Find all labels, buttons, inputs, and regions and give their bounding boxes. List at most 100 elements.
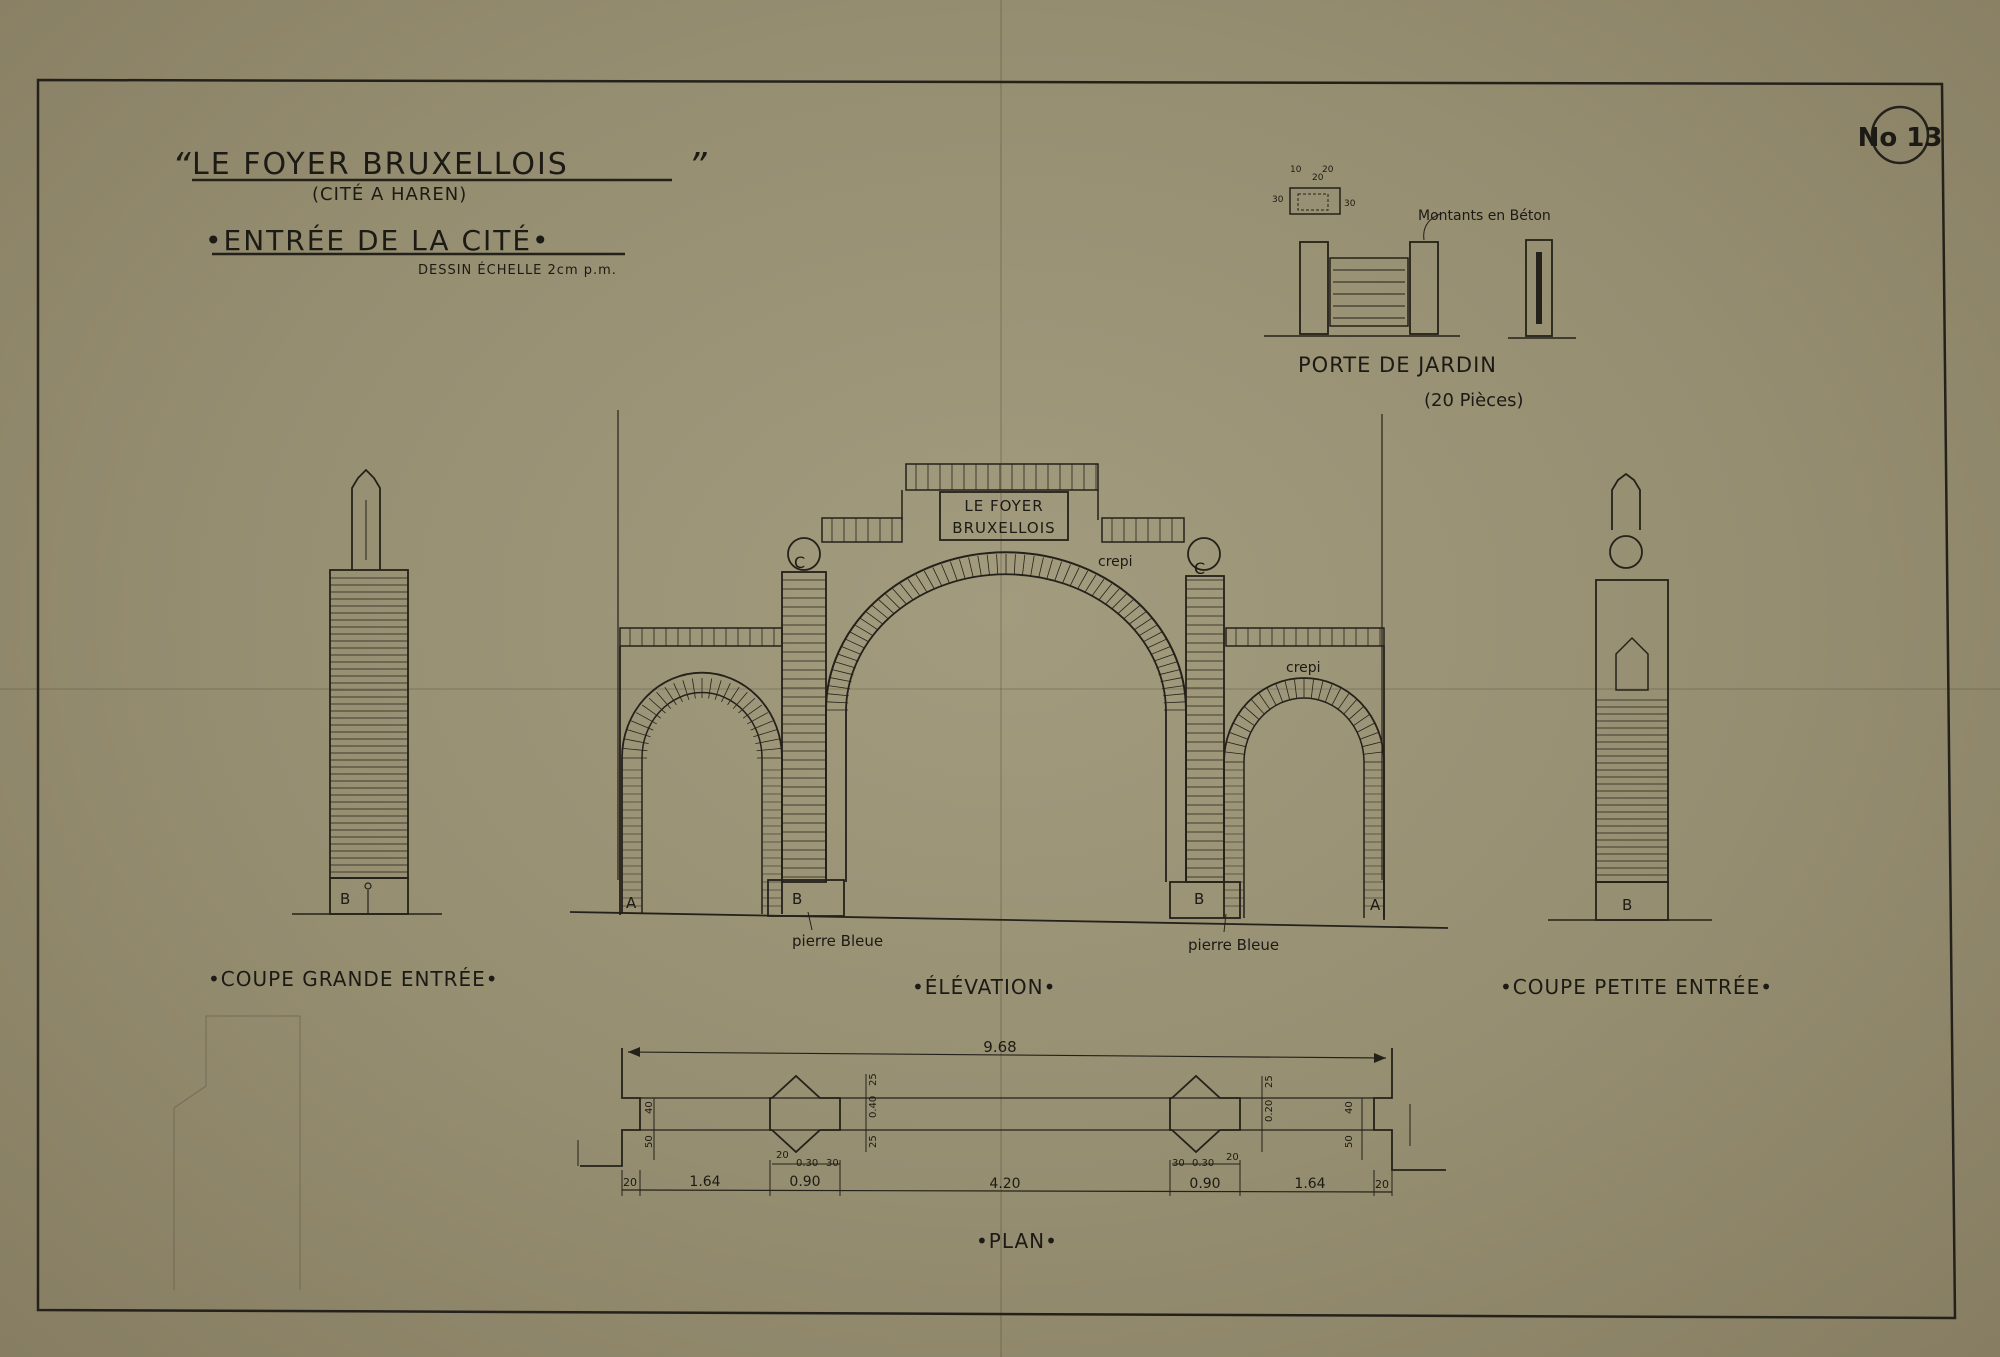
hatch-line [747, 712, 769, 725]
title-block: “ LE FOYER BRUXELLOIS ” (CITÉ A HAREN) •… [172, 146, 707, 278]
gate-dim-1: 10 [1290, 165, 1302, 175]
pier-right-dim-0: 30 [1172, 1158, 1185, 1169]
letter-a-left: A [626, 894, 637, 912]
plan-overall-dim: 9.68 [983, 1038, 1016, 1056]
hatch-line [622, 747, 648, 752]
sheet-number-stamp: No 13 [1858, 105, 1943, 165]
hatch-line [1133, 617, 1152, 631]
hatch-line [1163, 693, 1186, 697]
hatch-line [1258, 692, 1271, 710]
hatch-line [708, 678, 713, 699]
hatch-line [1054, 561, 1062, 581]
plan-view: 9.68 20 1.64 0.90 4.20 0.90 1.64 20 20 0… [577, 1038, 1446, 1253]
hatch-line [1337, 692, 1350, 710]
hatch-line [865, 611, 884, 625]
plan-dim-b2: 0.90 [789, 1174, 820, 1190]
hatch-line [829, 677, 852, 683]
hatch-line [1359, 731, 1379, 740]
pierre-bleue-left: pierre Bleue [792, 932, 883, 950]
hatch-line [1275, 683, 1284, 703]
hatch-line [1348, 705, 1365, 720]
letter-a-right: A [1370, 896, 1381, 914]
hatch-line [1153, 653, 1175, 662]
hatch-line [1069, 567, 1080, 586]
gate-dim-5: 20 [1322, 165, 1334, 175]
pier-left-dim-0: 20 [776, 1150, 789, 1161]
sheet-number: No 13 [1858, 123, 1943, 153]
hatch-line [871, 605, 889, 620]
hatch-line [1250, 698, 1265, 715]
hatch-line [915, 574, 928, 593]
hatch-line [841, 646, 862, 656]
hatch-line [1030, 555, 1035, 576]
plan-dim-v8: 50 [1344, 1135, 1355, 1148]
plan-dim-v5: 25 [1264, 1075, 1275, 1088]
title-open-quote: “ [172, 146, 191, 187]
hatch-line [648, 697, 666, 714]
garden-gate-count: (20 Pièces) [1424, 390, 1524, 411]
pencil-sketch [173, 1015, 301, 1290]
section-left-letter: B [340, 890, 350, 908]
hatch-line [1232, 722, 1252, 733]
hatch-line [907, 578, 921, 597]
hatch-line [892, 588, 907, 605]
hatch-line [1163, 701, 1186, 704]
plan-dim-b0: 20 [623, 1176, 637, 1189]
plan-dim-v0: 40 [644, 1101, 655, 1114]
hatch-line [1293, 678, 1298, 699]
hatch-line [1084, 574, 1097, 593]
gate-dim-3: 30 [1344, 199, 1356, 209]
letter-b-right: B [1194, 890, 1204, 908]
gate-dim-2: 20 [1312, 173, 1324, 183]
hatch-line [1046, 559, 1053, 579]
garden-gate-label: PORTE DE JARDIN [1298, 353, 1497, 377]
plan-dim-b1: 1.64 [689, 1174, 720, 1190]
hatch-line [1146, 638, 1167, 649]
plan-dim-b5: 1.64 [1294, 1176, 1325, 1192]
hatch-line [1091, 578, 1105, 597]
crepi-label-1: crepi [1098, 554, 1133, 570]
fold-line-horizontal [0, 688, 2000, 690]
hatch-line [1158, 669, 1180, 676]
hatch-line [1310, 678, 1315, 699]
hatch-line [1161, 685, 1184, 690]
hatch-line [1077, 570, 1089, 590]
hatch-line [826, 701, 849, 704]
hatch-line [1343, 698, 1358, 715]
hatch-line [1243, 705, 1260, 720]
hatch-line [714, 680, 722, 700]
hatch-line [727, 686, 740, 706]
hatch-line [1331, 687, 1342, 706]
hatch-line [624, 738, 649, 745]
scale-note: DESSIN ÉCHELLE 2cm p.m. [418, 262, 617, 278]
garden-gate-detail: 10 20 30 30 20 Montants en Béton PORTE D… [1264, 165, 1576, 411]
hatch-line [691, 678, 696, 699]
pier-right-dim-1: 0.30 [1192, 1158, 1214, 1169]
elevation: LE FOYER BRUXELLOIS crepi crepi C C A A … [569, 410, 1449, 954]
hatch-line [641, 704, 662, 719]
hatch-line [1284, 680, 1291, 700]
caption-plan: •PLAN• [976, 1229, 1058, 1253]
hatch-line [860, 617, 879, 631]
hatch-line [738, 697, 756, 714]
plan-dim-v1: 50 [644, 1135, 655, 1148]
hatch-line [1128, 611, 1147, 625]
section-large-entrance: B [292, 468, 442, 915]
hatch-line [977, 555, 982, 576]
hatch-line [1362, 741, 1382, 748]
plan-dim-v4: 25 [868, 1135, 879, 1148]
hatch-line [1353, 713, 1371, 726]
plan-dim-v7: 40 [1344, 1101, 1355, 1114]
hatch-line [899, 583, 914, 601]
hatch-line [968, 557, 974, 578]
hatch-line [1062, 564, 1071, 584]
hatch-line [656, 691, 672, 709]
hatch-line [753, 729, 777, 738]
gate-annotation: Montants en Béton [1418, 208, 1551, 224]
hatch-line [732, 691, 748, 709]
hatch-line [834, 661, 856, 669]
hatch-line [1123, 605, 1141, 620]
hatch-line [1324, 683, 1333, 703]
hatch-line [1317, 680, 1324, 700]
